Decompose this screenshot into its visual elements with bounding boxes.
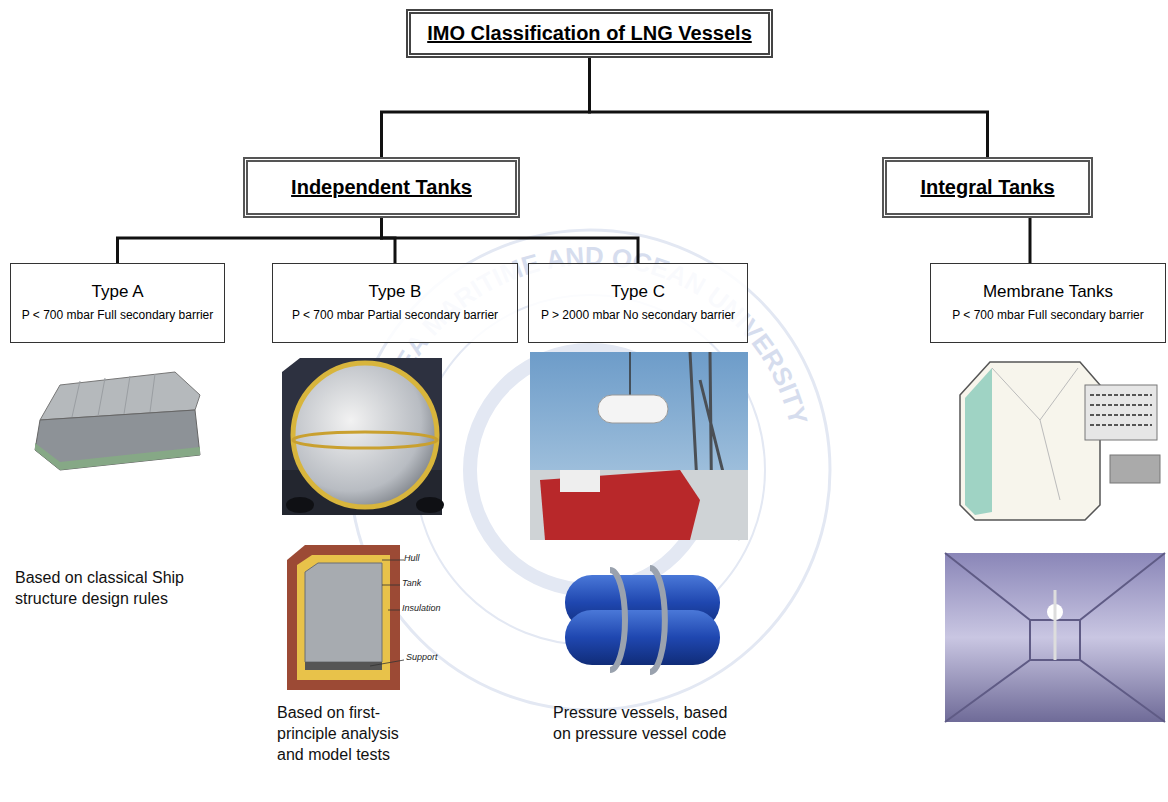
type-b-prismatic-cutaway-part (297, 555, 390, 680)
type-a-tank-part (72, 374, 155, 417)
box-heading: Integral Tanks (920, 176, 1054, 199)
box-body: P < 700 mbar Partial secondary barrier (292, 308, 498, 324)
tree-connector (590, 58, 988, 157)
membrane-interior-photo-part (945, 553, 1165, 722)
category-box: Independent Tanks (243, 157, 520, 218)
membrane-diagram (945, 355, 1160, 525)
box-heading: IMO Classification of LNG Vessels (427, 22, 752, 45)
tree-connector (382, 218, 639, 263)
type-b-moss-sphere-part (293, 432, 437, 448)
membrane-diagram-part (1110, 455, 1160, 483)
tree-connector (382, 218, 396, 263)
membrane-interior-photo (945, 553, 1165, 722)
box-heading: Type A (92, 282, 144, 302)
title-box: IMO Classification of LNG Vessels (406, 9, 773, 58)
description-note: Pressure vessels, based on pressure vess… (553, 703, 738, 745)
box-body: P < 700 mbar Full secondary barrier (952, 308, 1144, 324)
type-b-moss-sphere-part (416, 497, 444, 513)
type-b-prismatic-cutaway-part (370, 560, 404, 666)
membrane-diagram-part (1085, 385, 1157, 440)
type-box: Membrane Tanks P < 700 mbar Full secondar… (930, 263, 1166, 343)
membrane-diagram-part (965, 368, 992, 515)
type-box: Type B P < 700 mbar Partial secondary bar… (272, 263, 518, 343)
type-b-moss-sphere-part (286, 497, 314, 513)
part-name: Tank (402, 578, 421, 588)
type-c-bilobe-tank (565, 568, 720, 672)
box-heading: Type B (369, 282, 422, 302)
type-c-bilobe-tank-part (610, 568, 665, 672)
description-note: Based on first-principle analysis and mo… (277, 703, 427, 765)
type-b-moss-sphere (282, 358, 444, 515)
part-name: Support (406, 652, 438, 662)
type-c-photo-part (560, 470, 600, 492)
type-b-moss-sphere-part (282, 358, 442, 515)
type-c-photo (530, 352, 748, 540)
category-box: Integral Tanks (882, 157, 1093, 218)
membrane-diagram-part (945, 355, 1160, 525)
box-heading: Membrane Tanks (983, 282, 1113, 302)
type-a-tank-part (35, 410, 200, 470)
type-a-tank (35, 372, 200, 470)
part-name: Hull (404, 553, 420, 563)
box-heading: Independent Tanks (291, 176, 472, 199)
type-b-prismatic-cutaway-part (305, 563, 382, 662)
type-box: Type C P > 2000 mbar No secondary barrier (528, 263, 748, 343)
type-b-prismatic-cutaway-part (287, 545, 400, 690)
type-c-photo-part (530, 352, 748, 540)
watermark-emblem-part (415, 295, 765, 645)
box-body: P < 700 mbar Full secondary barrier (22, 308, 214, 324)
type-c-photo-part (598, 395, 668, 423)
box-body: P > 2000 mbar No secondary barrier (541, 308, 735, 324)
type-c-bilobe-tank-part (565, 610, 720, 665)
type-c-photo-part (629, 352, 631, 395)
type-box: Type A P < 700 mbar Full secondary barrie… (10, 263, 225, 343)
type-c-photo-part (540, 470, 700, 540)
type-a-tank-part (35, 443, 200, 470)
box-heading: Type C (611, 282, 665, 302)
membrane-interior-photo-part (945, 553, 1165, 722)
membrane-interior-photo-part (1054, 590, 1057, 660)
type-b-moss-sphere-part (293, 363, 437, 507)
tree-connector (118, 218, 382, 263)
membrane-diagram-part (960, 362, 1100, 520)
tree-connector (382, 58, 590, 157)
description-note: Based on classical Ship structure design… (15, 568, 205, 610)
part-name: Insulation (402, 603, 441, 613)
type-b-prismatic-cutaway (287, 545, 404, 690)
type-c-photo-part (530, 470, 748, 540)
tree-connector (1029, 218, 1032, 263)
membrane-diagram-part (992, 368, 1078, 500)
membrane-diagram-part (1090, 395, 1152, 425)
